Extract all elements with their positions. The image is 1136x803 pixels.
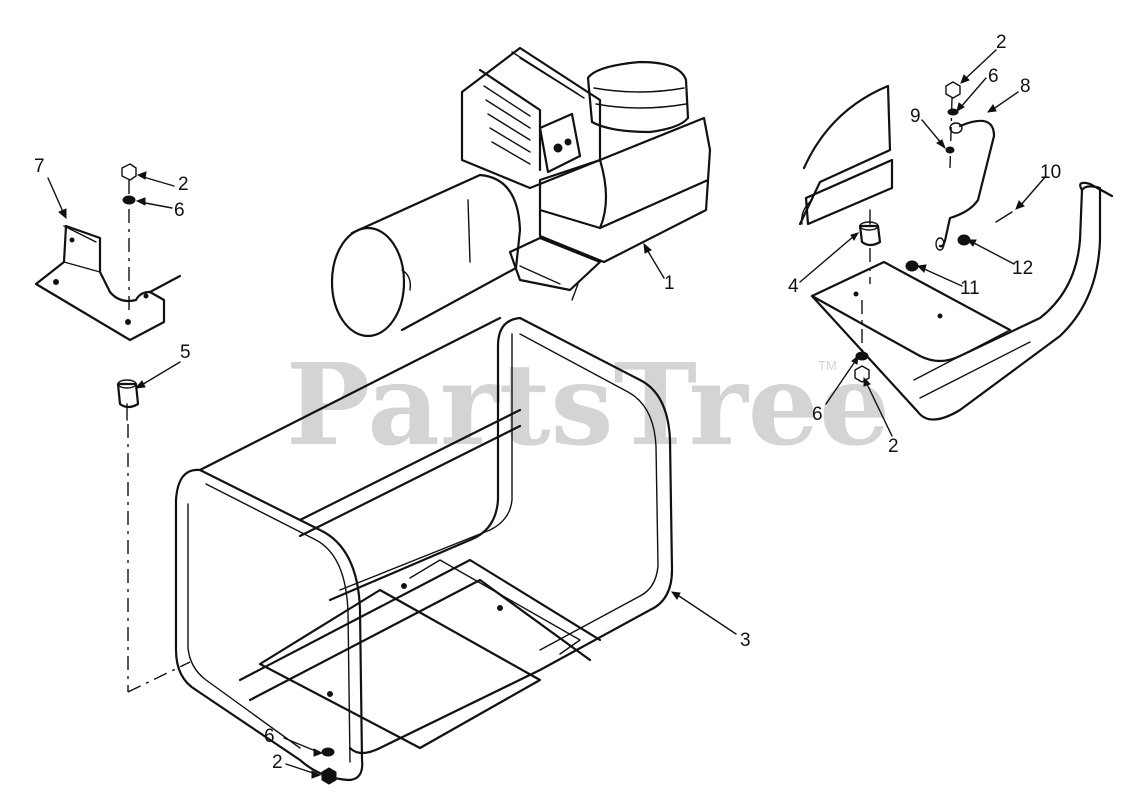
- right-detail-drawing: [798, 81, 1114, 421]
- callout-2d: 2: [888, 436, 899, 457]
- callout-11: 11: [960, 278, 980, 299]
- callout-6b: 6: [264, 726, 275, 747]
- callout-4: 4: [788, 276, 799, 297]
- bottom-hardware-drawing: [321, 747, 337, 785]
- leader-lines: [47, 49, 1047, 779]
- callout-1: 1: [664, 273, 675, 294]
- callout-3: 3: [740, 630, 751, 651]
- frame-drawing: [174, 316, 674, 782]
- left-bracket-drawing: [34, 163, 191, 693]
- callout-9: 9: [910, 106, 921, 127]
- callout-7: 7: [34, 156, 45, 177]
- callout-8: 8: [1020, 76, 1031, 97]
- callout-2a: 2: [178, 174, 189, 195]
- watermark-brand: PartsTree: [286, 340, 890, 471]
- engine-generator-drawing: [330, 46, 712, 338]
- callouts: 1 2 6 7 5 3 6 2 2 6 8 9 10 4 11 12 6 2: [34, 32, 1061, 773]
- callout-6d: 6: [812, 404, 823, 425]
- callout-6a: 6: [174, 200, 185, 221]
- callout-10: 10: [1040, 162, 1061, 183]
- watermark-trademark: TM: [818, 358, 837, 373]
- callout-2c: 2: [996, 32, 1007, 53]
- callout-5: 5: [180, 342, 191, 363]
- callout-2b: 2: [272, 752, 283, 773]
- callout-12: 12: [1012, 258, 1033, 279]
- watermark: PartsTree TM: [286, 340, 890, 471]
- callout-6c: 6: [988, 66, 999, 87]
